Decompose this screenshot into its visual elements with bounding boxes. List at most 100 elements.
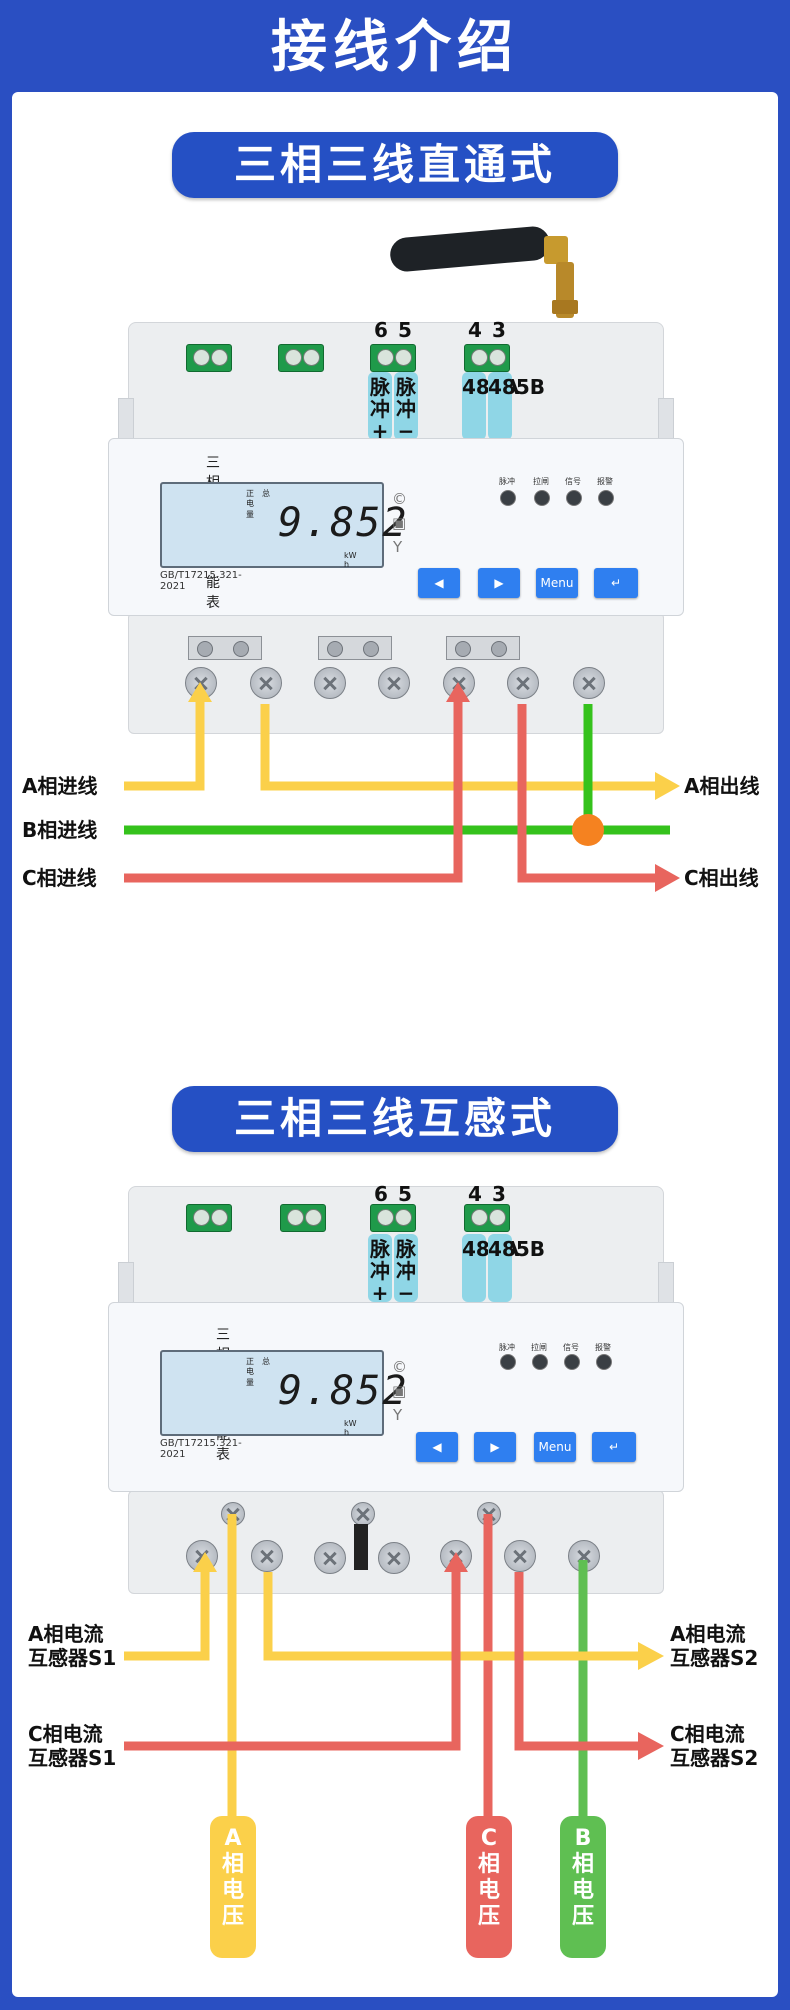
terminal-block-485	[464, 1204, 510, 1232]
terminal-number: 5	[398, 318, 412, 342]
lcd-display	[160, 1350, 384, 1436]
copyright-icon: ©	[392, 1358, 407, 1376]
terminal-number: 3	[492, 1182, 506, 1206]
label-c-voltage: C 相 电 压	[466, 1816, 512, 1958]
arrow-head	[188, 682, 212, 702]
section-title-direct: 三相三线直通式	[172, 132, 618, 198]
label-b-voltage: B 相 电 压	[560, 1816, 606, 1958]
indicator-led	[534, 490, 550, 506]
arrow-head	[193, 1552, 217, 1572]
indicator-label: 脉冲	[499, 477, 515, 486]
indicator-led	[598, 490, 614, 506]
voltage-link	[354, 1524, 368, 1570]
wire-c-ct-s1	[124, 1570, 461, 1751]
wire-a-ct-s1	[124, 1570, 210, 1661]
screw-icon	[507, 667, 539, 699]
indicator-label: 脉冲	[499, 1343, 515, 1352]
menu-button[interactable]: Menu	[536, 568, 578, 598]
terminal-label-pulse-minus: 脉冲−	[394, 1234, 418, 1304]
indicator-led	[564, 1354, 580, 1370]
label-c-in: C相进线	[22, 866, 97, 890]
indicator-label: 报警	[597, 477, 613, 486]
lcd-reading: 9.852	[278, 1368, 409, 1414]
terminal-block	[278, 344, 324, 372]
terminal-block-pulse	[370, 344, 416, 372]
antenna-icon	[390, 226, 578, 318]
arrow-head	[446, 682, 470, 702]
terminal-block-485	[464, 344, 510, 372]
y-symbol-icon: Y	[393, 538, 403, 556]
indicator-led	[596, 1354, 612, 1370]
lcd-label: 电量	[246, 499, 254, 519]
screw-icon	[378, 667, 410, 699]
terminal-number: 4	[468, 1182, 482, 1206]
terminal-label-pulse-plus: 脉冲+	[368, 372, 392, 442]
terminal-label-pulse-minus: 脉冲−	[394, 372, 418, 442]
lcd-label: 正	[246, 489, 254, 498]
terminal-label-pulse-plus: 脉冲+	[368, 1234, 392, 1304]
arrow-head	[638, 1732, 664, 1760]
screw-icon	[314, 1542, 346, 1574]
label-c-ct-s1: C相电流 互感器S1	[28, 1722, 117, 1770]
arrow-head	[655, 864, 680, 892]
lcd-reading: 9.852	[278, 500, 409, 546]
enter-button[interactable]: ↵	[594, 568, 638, 598]
arrow-head	[444, 1552, 468, 1572]
screw-icon	[314, 667, 346, 699]
screw-icon	[504, 1540, 536, 1572]
indicator-led	[500, 1354, 516, 1370]
standard-text: GB/T17215.321-2021	[160, 1438, 242, 1460]
wire-c-ct-s2	[514, 1572, 638, 1751]
screw-icon	[250, 667, 282, 699]
terminal-slot	[446, 636, 520, 660]
page-title: 接线介绍	[271, 15, 519, 80]
junction-dot	[572, 814, 604, 846]
label-c-ct-s2: C相电流 互感器S2	[670, 1722, 759, 1770]
enter-button[interactable]: ↵	[592, 1432, 636, 1462]
copyright-icon: ©	[392, 490, 407, 508]
indicator-label: 拉闸	[531, 1343, 547, 1352]
square-icon: ▣	[392, 514, 407, 532]
left-arrow-button[interactable]: ◀	[416, 1432, 458, 1462]
label-a-ct-s1: A相电流 互感器S1	[28, 1622, 117, 1670]
lcd-display	[160, 482, 384, 568]
square-icon: ▣	[392, 1382, 407, 1400]
indicator-label: 报警	[595, 1343, 611, 1352]
indicator-led	[532, 1354, 548, 1370]
label-a-out: A相出线	[684, 774, 760, 798]
right-arrow-button[interactable]: ▶	[478, 568, 520, 598]
terminal-number: 6	[374, 318, 388, 342]
label-c-out: C相出线	[684, 866, 759, 890]
y-symbol-icon: Y	[393, 1406, 403, 1424]
section-title-ct: 三相三线互感式	[172, 1086, 618, 1152]
terminal-number: 4	[468, 318, 482, 342]
arrow-head	[638, 1642, 664, 1670]
standard-text: GB/T17215.321-2021	[160, 570, 242, 592]
terminal-slot	[188, 636, 262, 660]
right-arrow-button[interactable]: ▶	[474, 1432, 516, 1462]
lcd-label: 电量	[246, 1367, 254, 1387]
label-b-in: B相进线	[22, 818, 98, 842]
terminal-block	[186, 1204, 232, 1232]
label-a-in: A相进线	[22, 774, 98, 798]
wire-c-in	[124, 698, 463, 883]
label-a-voltage: A 相 电 压	[210, 1816, 256, 1958]
terminal-number: 5	[398, 1182, 412, 1206]
left-arrow-button[interactable]: ◀	[418, 568, 460, 598]
screw-icon	[251, 1540, 283, 1572]
terminal-number: 3	[492, 318, 506, 342]
label-a-ct-s2: A相电流 互感器S2	[670, 1622, 759, 1670]
lcd-label: 总	[262, 1357, 270, 1366]
wire-a-in	[124, 698, 205, 791]
lcd-unit: kW h	[344, 551, 357, 569]
screw-icon	[378, 1542, 410, 1574]
menu-button[interactable]: Menu	[534, 1432, 576, 1462]
lcd-label: 正	[246, 1357, 254, 1366]
indicator-label: 拉闸	[533, 477, 549, 486]
wire-c-out	[517, 704, 655, 883]
terminal-number: 6	[374, 1182, 388, 1206]
indicator-label: 信号	[565, 477, 581, 486]
indicator-led	[566, 490, 582, 506]
terminal-block	[186, 344, 232, 372]
